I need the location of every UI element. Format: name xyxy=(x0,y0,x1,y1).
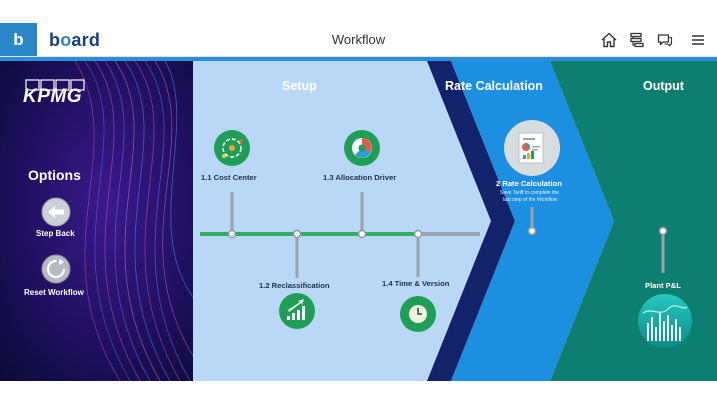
setup-title: Setup xyxy=(282,79,317,93)
plant-pl-label[interactable]: Plant P&L xyxy=(645,281,681,290)
home-icon[interactable] xyxy=(600,31,618,49)
plant-pl-icon[interactable] xyxy=(638,294,692,348)
wordmark-start: b xyxy=(49,30,61,50)
rate-calculation-label[interactable]: 2 Rate Calculation xyxy=(496,179,562,188)
wordmark-o: o xyxy=(60,30,72,50)
rate-calculation-desc-2: last step of the Workflow xyxy=(503,197,558,203)
reset-workflow-label[interactable]: Reset Workflow xyxy=(24,288,84,297)
rate-calculation-title: Rate Calculation xyxy=(445,79,543,93)
workflow-background xyxy=(0,61,717,381)
board-logo-icon[interactable]: b xyxy=(0,23,37,56)
sidebar-background xyxy=(0,61,196,381)
allocation-driver-label[interactable]: 1.3 Allocation Driver xyxy=(323,173,397,182)
timeline-node-time-version[interactable] xyxy=(413,229,423,239)
step-back-label[interactable]: Step Back xyxy=(36,229,75,238)
rate-calculation-desc-1: Save Tariff to complete the xyxy=(500,190,560,196)
board-wordmark: board xyxy=(49,30,100,51)
timeline-node-plant-pl[interactable] xyxy=(658,226,668,236)
kpmg-logo-boxes xyxy=(25,79,85,91)
timeline-node-cost-center[interactable] xyxy=(227,229,237,239)
reclassification-label[interactable]: 1.2 Reclassification xyxy=(259,281,330,290)
time-version-label[interactable]: 1.4 Time & Version xyxy=(382,279,450,288)
cost-center-icon[interactable] xyxy=(214,130,250,166)
reset-workflow-button[interactable] xyxy=(41,254,71,284)
options-heading: Options xyxy=(28,167,81,183)
timeline-node-reclassification[interactable] xyxy=(292,229,302,239)
accent-stripe xyxy=(0,57,717,61)
menu-icon[interactable] xyxy=(690,31,706,49)
wordmark-end: ard xyxy=(71,30,101,50)
rate-calculation-icon[interactable] xyxy=(504,120,560,176)
reclassification-icon[interactable] xyxy=(279,293,315,329)
top-bar: b board Workflow xyxy=(0,0,717,57)
cost-center-label[interactable]: 1.1 Cost Center xyxy=(201,173,257,182)
step-back-button[interactable] xyxy=(41,197,71,227)
timeline-node-rate-calc[interactable] xyxy=(527,226,537,236)
workflow-canvas: KPMG Options Step Back Reset Workflow Se… xyxy=(0,61,717,381)
allocation-driver-icon[interactable] xyxy=(344,130,380,166)
tree-structure-icon[interactable] xyxy=(628,31,646,49)
kpmg-logo: KPMG xyxy=(23,86,82,107)
bottom-margin xyxy=(0,381,717,403)
output-title: Output xyxy=(643,79,684,93)
time-version-icon[interactable] xyxy=(400,296,436,332)
timeline-node-allocation-driver[interactable] xyxy=(357,229,367,239)
comments-icon[interactable] xyxy=(656,31,674,49)
page-title: Workflow xyxy=(331,32,386,47)
